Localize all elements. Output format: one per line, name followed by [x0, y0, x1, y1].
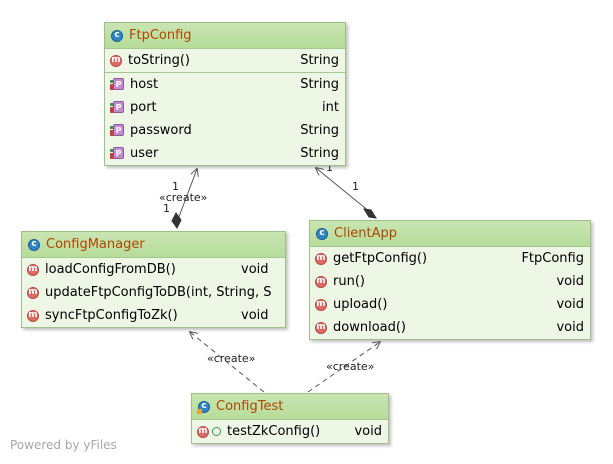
- method-name: updateFtpConfigToDB(int, String, S: [44, 285, 271, 300]
- field-type: int: [322, 100, 339, 115]
- method-name: testZkConfig(): [227, 424, 321, 439]
- method-type: FtpConfig: [521, 251, 584, 266]
- field-type: String: [300, 123, 339, 138]
- field-row[interactable]: P user String: [105, 142, 345, 165]
- class-icon: c: [28, 238, 40, 251]
- method-icon: m: [197, 425, 209, 438]
- class-name: ConfigManager: [46, 237, 145, 252]
- field-name: host: [130, 77, 159, 92]
- method-type: void: [556, 274, 584, 289]
- property-icon: P: [110, 124, 124, 137]
- class-name: ClientApp: [334, 226, 398, 241]
- field-row[interactable]: P port int: [105, 96, 345, 119]
- class-icon: c: [111, 29, 123, 42]
- methods-section: m getFtpConfig() FtpConfig m run() void …: [310, 247, 590, 339]
- method-icon: m: [315, 252, 327, 265]
- method-row[interactable]: m upload() void: [310, 293, 590, 316]
- method-icon: m: [27, 286, 39, 299]
- watermark: Powered by yFiles: [10, 438, 117, 452]
- multiplicity-target: 1: [172, 180, 179, 193]
- edge-label-create: «create»: [159, 191, 207, 204]
- edge-label-create: «create»: [326, 360, 374, 373]
- method-name: loadConfigFromDB(): [45, 262, 176, 277]
- method-name: download(): [333, 320, 407, 335]
- method-row[interactable]: m updateFtpConfigToDB(int, String, S: [22, 281, 285, 304]
- method-row[interactable]: m syncFtpConfigToZk() void: [22, 304, 285, 327]
- method-type: void: [556, 297, 584, 312]
- field-type: String: [300, 146, 339, 161]
- composition-diamond: [171, 212, 182, 229]
- method-type: void: [241, 308, 269, 323]
- edge-label-create: «create»: [207, 352, 255, 365]
- field-row[interactable]: P host String: [105, 73, 345, 96]
- multiplicity-source: 1: [352, 180, 359, 193]
- property-icon: P: [110, 147, 124, 160]
- method-icon: m: [27, 263, 39, 276]
- edge-test-to-client: «create»: [307, 342, 380, 393]
- class-configmanager[interactable]: c ConfigManager m loadConfigFromDB() voi…: [21, 231, 286, 328]
- method-type: void: [354, 424, 382, 439]
- property-icon: P: [110, 101, 124, 114]
- edge-client-to-config: 1 1: [316, 161, 377, 219]
- edge-test-to-manager: «create»: [190, 332, 265, 393]
- method-row[interactable]: m testZkConfig() void: [192, 420, 388, 443]
- class-clientapp[interactable]: c ClientApp m getFtpConfig() FtpConfig m…: [309, 220, 591, 340]
- composition-diamond: [363, 208, 377, 219]
- method-icon: m: [315, 298, 327, 311]
- fields-section: P host String P port int P password Stri…: [105, 73, 345, 165]
- field-name: user: [130, 146, 159, 161]
- class-configtest[interactable]: c ConfigTest m testZkConfig() void: [191, 393, 389, 444]
- method-icon: m: [110, 54, 122, 67]
- method-icon: m: [315, 321, 327, 334]
- class-icon: c: [316, 227, 328, 240]
- property-icon: P: [110, 78, 124, 91]
- method-type: void: [556, 320, 584, 335]
- method-icon: m: [27, 309, 39, 322]
- edge-manager-to-config: «create» 1 1: [159, 169, 207, 229]
- method-row[interactable]: m toString() String: [105, 49, 345, 72]
- method-row[interactable]: m run() void: [310, 270, 590, 293]
- class-ftpconfig[interactable]: c FtpConfig m toString() String P host S…: [104, 22, 346, 166]
- method-type: String: [300, 53, 339, 68]
- method-row[interactable]: m loadConfigFromDB() void: [22, 258, 285, 281]
- class-name: FtpConfig: [129, 28, 192, 43]
- method-name: syncFtpConfigToZk(): [45, 308, 178, 323]
- field-type: String: [300, 77, 339, 92]
- test-class-icon: c: [197, 400, 210, 414]
- class-header: c ConfigManager: [22, 232, 285, 258]
- method-row[interactable]: m download() void: [310, 316, 590, 339]
- method-name: getFtpConfig(): [333, 251, 428, 266]
- class-header: c FtpConfig: [105, 23, 345, 49]
- method-name: toString(): [128, 53, 190, 68]
- method-icon: m: [315, 275, 327, 288]
- method-type: void: [241, 262, 269, 277]
- methods-section: m loadConfigFromDB() void m updateFtpCon…: [22, 258, 285, 327]
- methods-section: m testZkConfig() void: [192, 420, 388, 443]
- methods-section: m toString() String: [105, 49, 345, 73]
- multiplicity-source: 1: [163, 202, 170, 215]
- method-row[interactable]: m getFtpConfig() FtpConfig: [310, 247, 590, 270]
- method-name: upload(): [333, 297, 388, 312]
- field-name: password: [130, 123, 192, 138]
- public-icon: [212, 427, 221, 436]
- class-header: c ConfigTest: [192, 394, 388, 420]
- class-header: c ClientApp: [310, 221, 590, 247]
- method-name: run(): [333, 274, 365, 289]
- field-name: port: [130, 100, 157, 115]
- field-row[interactable]: P password String: [105, 119, 345, 142]
- class-name: ConfigTest: [216, 399, 284, 414]
